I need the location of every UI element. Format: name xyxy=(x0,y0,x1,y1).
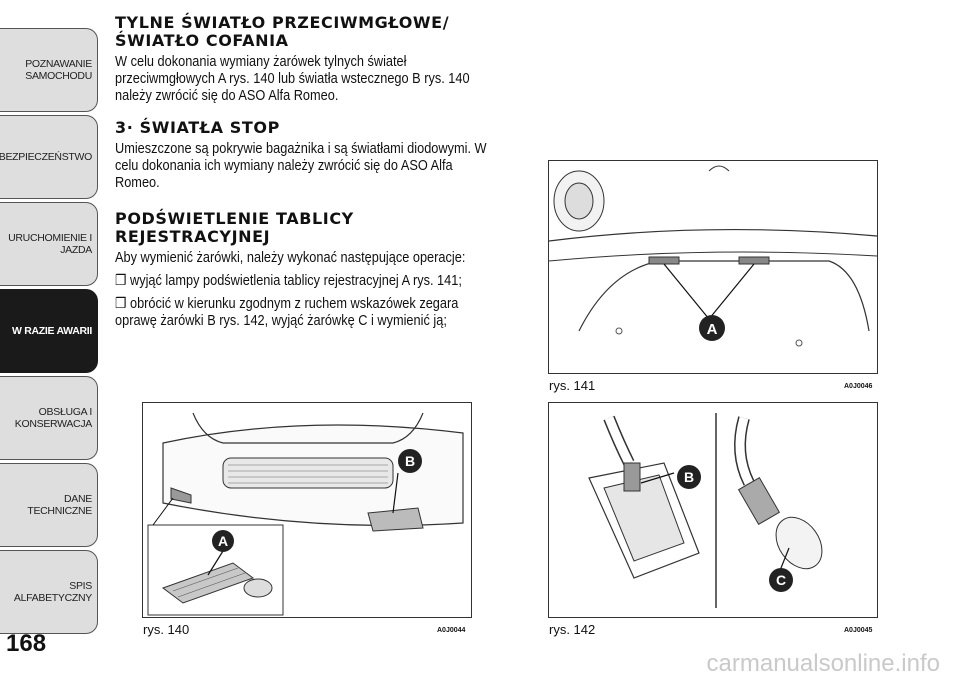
figure-142: B C xyxy=(548,402,878,618)
paragraph-plate-light: Aby wymienić żarówki, należy wykonać nas… xyxy=(115,250,466,266)
tab-dane-techniczne[interactable]: DANE TECHNICZNE xyxy=(0,463,98,547)
tab-label: SAMOCHODU xyxy=(25,70,92,82)
caption-140: rys. 140 xyxy=(143,622,190,637)
tab-label: KONSERWACJA xyxy=(14,418,93,430)
watermark: carmanualsonline.info xyxy=(706,650,940,677)
label-c: C xyxy=(776,572,786,588)
license-plate-light-illustration: A xyxy=(548,165,878,347)
tab-label: BEZPIECZEŃSTWO xyxy=(0,151,92,163)
label-b: B xyxy=(684,469,694,485)
tab-label: POZNAWANIE xyxy=(25,58,92,70)
figure-140: A B xyxy=(142,402,472,618)
heading-stop-lights: 3· ŚWIATŁA STOP xyxy=(115,118,280,137)
label-c-marker xyxy=(769,568,793,592)
bulb-replacement-illustration: B C xyxy=(588,413,823,608)
tab-label: SPIS ALFABETYCZNY xyxy=(13,580,92,604)
caption-142: rys. 142 xyxy=(549,622,596,637)
label-a: A xyxy=(218,533,228,549)
label-b: B xyxy=(405,453,415,469)
bullet-item: ❒ wyjąć lampy podświetlenia tablicy reje… xyxy=(115,273,462,289)
tab-bezpieczenstwo[interactable]: BEZPIECZEŃSTWO xyxy=(0,115,98,199)
label-b-marker xyxy=(398,449,422,473)
heading-fog-light: TYLNE ŚWIATŁO PRZECIWMGŁOWE/ŚWIATŁO COFA… xyxy=(115,13,450,50)
tab-w-razie-awarii[interactable]: W RAZIE AWARII xyxy=(0,289,98,373)
label-a: A xyxy=(707,321,718,338)
code-142: A0J0045 xyxy=(844,627,873,634)
paragraph-stop-lights: Umieszczone są pokrywie bagażnika i są ś… xyxy=(115,141,487,191)
text-column: TYLNE ŚWIATŁO PRZECIWMGŁOWE/ŚWIATŁO COFA… xyxy=(115,14,495,330)
bullet-item: ❒ obrócić w kierunku zgodnym z ruchem ws… xyxy=(115,296,459,329)
tab-label: URUCHOMIENIE I xyxy=(8,232,92,244)
code-140: A0J0044 xyxy=(437,627,466,634)
tab-label: JAZDA xyxy=(60,244,92,256)
tab-label: OBSŁUGA I xyxy=(38,406,93,418)
rear-bumper-illustration: A B xyxy=(147,412,464,616)
page-number: 168 xyxy=(6,630,47,657)
tab-label: W RAZIE AWARII xyxy=(12,325,92,337)
tab-spis[interactable]: SPIS ALFABETYCZNY xyxy=(0,550,98,634)
tab-label: DANE TECHNICZNE xyxy=(27,493,92,517)
label-b-marker xyxy=(677,465,701,489)
label-a-marker xyxy=(699,315,725,341)
code-141: A0J0046 xyxy=(844,383,873,390)
paragraph-fog-light: W celu dokonania wymiany żarówek tylnych… xyxy=(115,54,470,104)
caption-141: rys. 141 xyxy=(549,378,596,393)
figure-141: A xyxy=(548,160,878,374)
label-a-marker xyxy=(212,530,234,552)
